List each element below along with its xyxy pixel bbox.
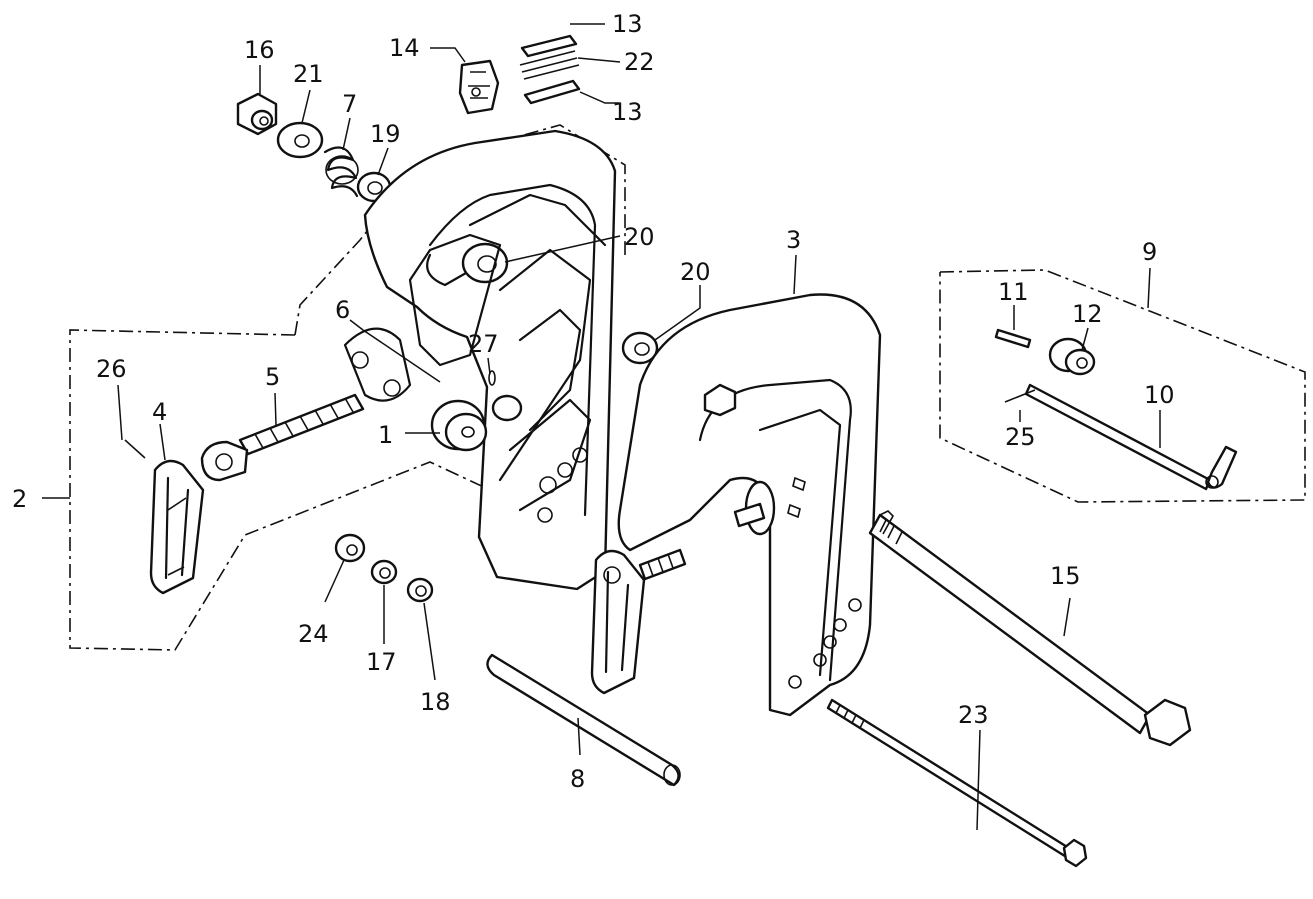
- callout-4: 4: [152, 398, 167, 426]
- callout-5: 5: [265, 363, 280, 391]
- callout-3: 3: [786, 226, 801, 254]
- bracket-bushing: [491, 394, 523, 422]
- callout-16: 16: [244, 36, 275, 64]
- group-9-boundary: [939, 269, 1306, 503]
- callout-22: 22: [624, 48, 655, 76]
- callout-1: 1: [378, 421, 393, 449]
- part-25-spring-pin: [1004, 389, 1036, 403]
- part-15-bolt: [868, 510, 1192, 747]
- callout-9: 9: [1142, 238, 1157, 266]
- callout-6: 6: [335, 296, 350, 324]
- callout-21: 21: [293, 60, 324, 88]
- part-3-stern-bracket: [617, 293, 882, 717]
- callout-17: 17: [366, 648, 397, 676]
- part-16-nut: [236, 92, 278, 136]
- part-27-pin: [488, 370, 496, 386]
- leader-lines: [42, 23, 1161, 831]
- callout-25: 25: [1005, 423, 1036, 451]
- part-8-rod: [486, 653, 681, 787]
- callout-18: 18: [420, 688, 451, 716]
- callout-8: 8: [570, 765, 585, 793]
- part-26-pin: [124, 439, 146, 459]
- callout-15: 15: [1050, 562, 1081, 590]
- part-5-clamp-screw: [200, 393, 365, 482]
- part-10-rod: [1024, 383, 1238, 491]
- left-stern-bracket: [343, 129, 617, 591]
- callout-labels: 1 2 3 4 5 6 7 8 9 10 11 12 13 14 15 16 1…: [12, 10, 1175, 793]
- callout-20-left: 20: [624, 223, 655, 251]
- callout-12: 12: [1072, 300, 1103, 328]
- right-clamp-handle: [590, 549, 646, 695]
- callout-20-right: 20: [680, 258, 711, 286]
- part-24-nut: [334, 533, 366, 563]
- callout-13-top: 13: [612, 10, 643, 38]
- part-1-knob: [430, 399, 488, 452]
- callout-2: 2: [12, 485, 27, 513]
- part-13-pin-upper: [520, 34, 578, 58]
- part-13-pin-lower: [523, 79, 581, 105]
- part-23-bolt: [826, 698, 1088, 868]
- part-17-washer: [370, 559, 398, 585]
- group-2-boundary: [69, 329, 491, 651]
- callout-13-bottom: 13: [612, 98, 643, 126]
- callout-19: 19: [370, 120, 401, 148]
- part-11-pin: [994, 328, 1032, 349]
- part-22-cotter-pins: [519, 50, 580, 80]
- callout-10: 10: [1144, 381, 1175, 409]
- part-18-washer: [406, 577, 434, 603]
- part-21-washer: [276, 121, 324, 159]
- callout-7: 7: [342, 90, 357, 118]
- callout-14: 14: [389, 34, 420, 62]
- callout-23: 23: [958, 701, 989, 729]
- upper-bracket-boundary: [294, 124, 626, 336]
- part-14-lock: [458, 59, 500, 115]
- callout-26: 26: [96, 355, 127, 383]
- callout-27: 27: [468, 330, 499, 358]
- callout-11: 11: [998, 278, 1029, 306]
- part-7-spring: [323, 146, 359, 198]
- part-12-knob: [1048, 337, 1096, 376]
- callout-24: 24: [298, 620, 329, 648]
- part-4-handle: [149, 459, 205, 595]
- part-20-washer-right: [621, 331, 659, 365]
- group-boundaries: [69, 124, 1306, 651]
